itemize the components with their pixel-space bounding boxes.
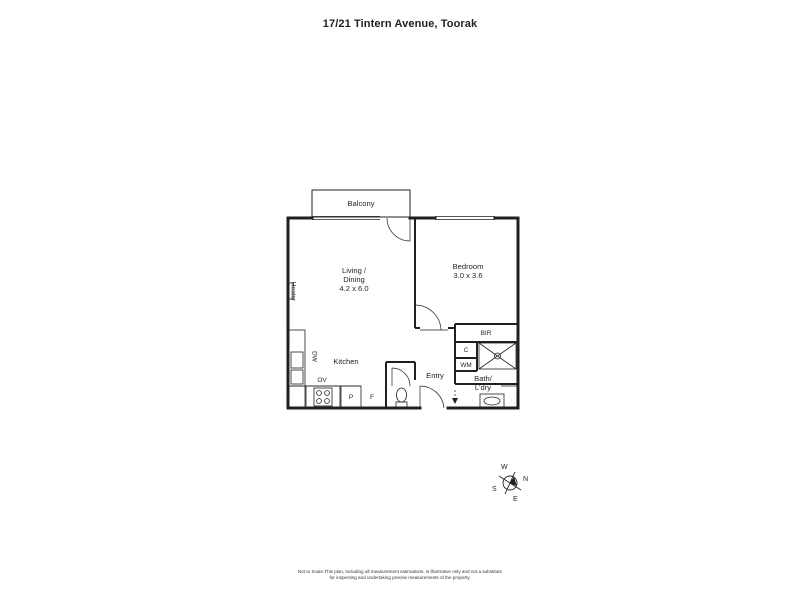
doors [386, 217, 456, 409]
fridge-label: F [370, 394, 374, 401]
interior-walls [385, 218, 518, 408]
kitchen-fixtures [287, 282, 362, 409]
living-dims: 4.2 x 6.0 [339, 284, 369, 293]
living-dining-label: Living / Dining 4.2 x 6.0 [322, 266, 386, 293]
compass-rose [498, 471, 522, 495]
compass-w: W [501, 464, 508, 471]
c-label: C [463, 347, 469, 354]
disclaimer-line-2: for inspecting and undertaking precise m… [329, 575, 471, 580]
heater-label: Heater [289, 281, 297, 302]
bath-laundry-label: Bath/ L'dry [468, 374, 498, 392]
toilet [395, 387, 408, 408]
disclaimer: Not to Scale.This plan, including all me… [0, 569, 800, 581]
compass-s: S [492, 486, 497, 493]
wm-label: WM [460, 362, 472, 369]
balcony-outline [311, 189, 411, 218]
balcony-label: Balcony [347, 199, 375, 208]
kitchen-label: Kitchen [333, 357, 359, 366]
bedroom-name: Bedroom [452, 262, 484, 271]
living-name-2: Dining [343, 275, 365, 284]
bedroom-dims: 3.0 x 3.6 [453, 271, 483, 280]
bir-label: BIR [480, 330, 492, 337]
entry-arrow [452, 398, 458, 404]
pantry-label: P [348, 394, 354, 401]
windows [312, 216, 495, 220]
bath-name-2: L'dry [474, 383, 492, 392]
bathroom-fixtures [478, 342, 518, 408]
dw-label: DW [310, 351, 318, 362]
entry-label: Entry [426, 371, 444, 380]
disclaimer-line-1: Not to Scale.This plan, including all me… [297, 569, 502, 574]
plan-title: 17/21 Tintern Avenue, Toorak [322, 18, 478, 30]
bath-name: Bath/ [474, 374, 492, 383]
compass-e: E [513, 496, 518, 503]
compass-n: N [523, 476, 529, 483]
living-name: Living / [341, 266, 367, 275]
bedroom-label: Bedroom 3.0 x 3.6 [436, 262, 500, 280]
ov-label: OV [317, 377, 327, 384]
